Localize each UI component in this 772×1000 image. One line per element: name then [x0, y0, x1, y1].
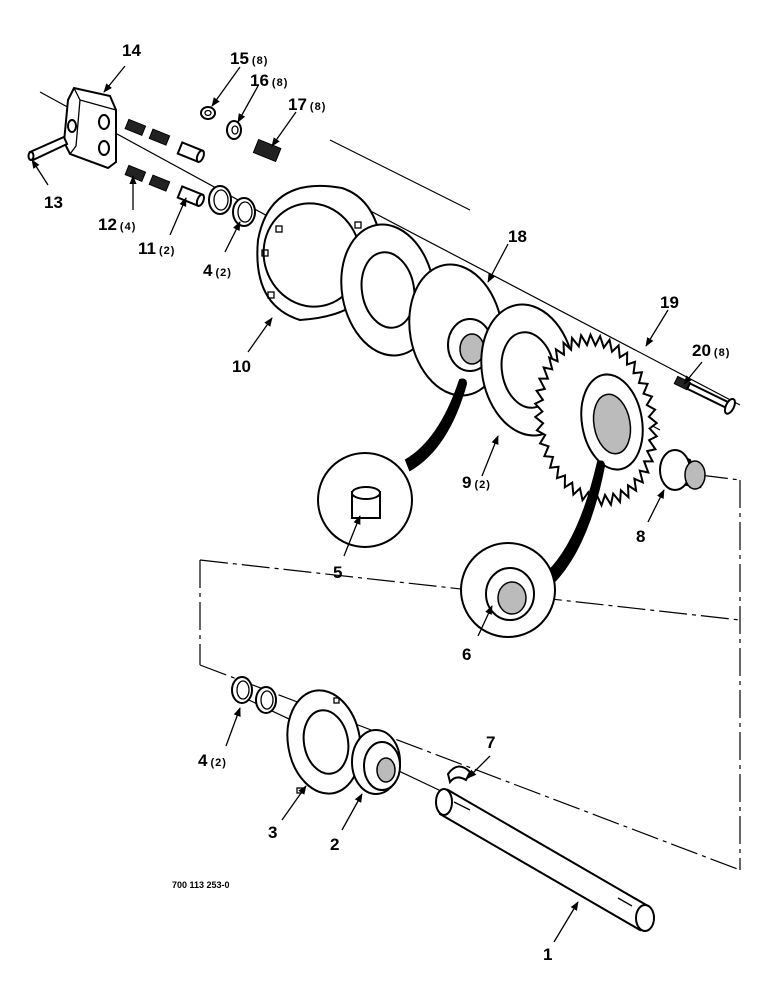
spring-part-17: [252, 138, 282, 163]
callout-16: 16(8): [250, 71, 288, 90]
callout-5: 5: [333, 563, 342, 582]
callout-2: 2: [330, 835, 339, 854]
callout-10: 10: [232, 357, 251, 376]
callout-4-upper: 4(2): [203, 261, 232, 280]
plunger-part-11: [176, 141, 205, 208]
key-part-7: [446, 765, 472, 785]
callout-17: 17(8): [288, 95, 326, 114]
callout-4-lower: 4(2): [198, 751, 227, 770]
bearing-part-2: [351, 729, 401, 795]
callout-14: 14: [122, 41, 141, 60]
nut-part-15: [200, 106, 216, 120]
detail-view-part-6: [460, 460, 606, 638]
spring-part-12: [124, 118, 171, 192]
detail-view-part-5: [317, 378, 468, 548]
bolt-part-20: [673, 375, 736, 415]
bushing-part-8: [659, 449, 706, 491]
callout-19: 19: [660, 293, 679, 312]
callout-8: 8: [636, 527, 645, 546]
hub-housing-part-14: [62, 86, 117, 170]
callout-11: 11(2): [138, 239, 175, 258]
callout-labels: 1 2 3 4(2) 4(2) 5 6 7 8 9(2) 10 11(2) 12…: [44, 41, 730, 964]
flange-plate-part-3: [286, 689, 362, 795]
callout-13: 13: [44, 193, 63, 212]
callout-20: 20(8): [692, 341, 730, 360]
shaft-part-1: [435, 788, 655, 932]
snap-ring-part-4-upper: [208, 185, 256, 227]
sprocket-part-19: [533, 331, 659, 509]
callout-15: 15(8): [230, 49, 268, 68]
callout-18: 18: [508, 227, 527, 246]
callout-1: 1: [543, 945, 552, 964]
leader-lines: [31, 65, 703, 943]
callout-6: 6: [462, 645, 471, 664]
callout-9: 9(2): [462, 473, 491, 492]
washer-part-16: [226, 120, 242, 140]
roll-pin-part-13: [27, 135, 69, 162]
callout-12: 12(4): [98, 215, 136, 234]
snap-ring-part-4-lower: [231, 676, 277, 714]
drawing-number: 700 113 253-0: [172, 880, 230, 890]
callout-7: 7: [486, 733, 495, 752]
callout-3: 3: [268, 823, 277, 842]
